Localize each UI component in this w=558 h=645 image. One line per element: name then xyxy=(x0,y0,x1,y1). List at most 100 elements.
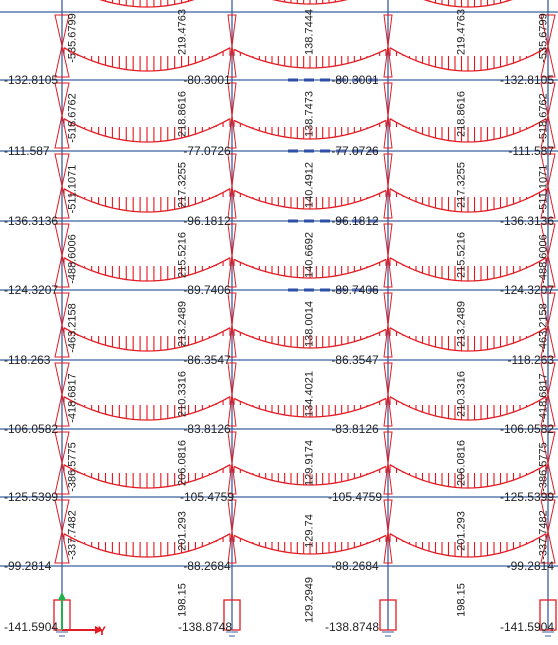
span-diagram-center xyxy=(233,119,387,140)
edge-moment-label-right: -118.263 xyxy=(507,353,554,367)
column-moment-shape xyxy=(540,431,556,495)
base-support xyxy=(379,599,397,631)
edge-moment-label-left: -125.5399 xyxy=(4,490,59,504)
column-moment-shape xyxy=(227,362,237,427)
column-moment-shape xyxy=(227,14,237,78)
column-moment-shape xyxy=(383,431,393,495)
span-moment-label-center: 129.9174 xyxy=(303,440,316,486)
edge-moment-label-left: -124.3207 xyxy=(4,283,59,297)
support-moment-label-left: -77.0726 xyxy=(183,144,231,158)
column-moment-shape xyxy=(227,223,237,288)
column-moment-shape xyxy=(383,153,393,219)
edge-moment-label-left: -99.2814 xyxy=(4,559,52,573)
column-moment-label-left: -337.7482 xyxy=(66,510,79,560)
column-moment-label-right: -337.7482 xyxy=(537,510,550,560)
top-span-label-left: 219.4763 xyxy=(176,9,189,55)
span-moment-label-left: 198.15 xyxy=(176,583,189,617)
support-moment-label-left: -96.1812 xyxy=(183,214,231,228)
edge-moment-label-right: -124.3207 xyxy=(499,283,554,297)
column-moment-shape xyxy=(54,292,70,358)
span-diagram-center xyxy=(233,258,387,279)
span-diagram-right xyxy=(389,327,547,352)
span-diagram-left xyxy=(63,396,231,421)
column-moment-label-left: -511.1071 xyxy=(66,164,79,214)
support-moment-label-right: -86.3547 xyxy=(331,353,379,367)
column-moment-shape xyxy=(383,362,393,427)
support-moment-label-right: -80.3001 xyxy=(331,73,379,87)
span-moment-label-center: 138.7473 xyxy=(303,91,316,137)
span-moment-label-right: 206.0816 xyxy=(455,440,468,486)
edge-moment-label-left: -132.8105 xyxy=(4,73,59,87)
span-diagram-center xyxy=(233,189,387,210)
axis-y-label: Y xyxy=(98,624,107,638)
column-moment-shape xyxy=(540,292,556,358)
column-moment-shape xyxy=(540,82,556,149)
span-moment-label-right: 201.293 xyxy=(455,511,468,551)
top-span-label-right: 219.4763 xyxy=(455,9,468,55)
span-diagram-left xyxy=(63,464,231,489)
column-moment-shape xyxy=(383,499,393,564)
column-moment-shape xyxy=(54,153,70,219)
axis-z-arrow xyxy=(58,592,66,600)
edge-moment-label-right: -125.5399 xyxy=(499,490,554,504)
column-moment-label-left: -418.6817 xyxy=(66,373,79,423)
span-moment-label-left: 213.2489 xyxy=(176,301,189,347)
span-moment-label-right: 218.8616 xyxy=(455,91,468,137)
column-moment-shape xyxy=(54,431,70,495)
column-moment-shape xyxy=(227,153,237,219)
span-diagram-right xyxy=(389,257,547,282)
base-label-mid-right: -138.8748 xyxy=(324,620,380,634)
span-moment-label-right: 213.2489 xyxy=(455,301,468,347)
column-moment-label-right: -518.6762 xyxy=(537,93,550,143)
span-diagram-left xyxy=(63,327,231,352)
span-moment-label-right: 217.3255 xyxy=(455,162,468,208)
span-moment-label-center: 129.74 xyxy=(303,514,316,548)
span-moment-label-center: 140.6692 xyxy=(303,232,316,278)
support-moment-label-right: -89.7406 xyxy=(331,283,379,297)
span-moment-label-left: 217.3255 xyxy=(176,162,189,208)
column-moment-shape xyxy=(540,14,556,78)
span-diagram-right xyxy=(389,188,547,213)
support-moment-label-left: -83.8126 xyxy=(183,422,231,436)
top-span-label-center: 138.7444 xyxy=(303,9,316,55)
column-moment-label-left: -488.6006 xyxy=(66,234,79,284)
column-moment-shape xyxy=(540,362,556,427)
support-moment-label-left: -105.4759 xyxy=(179,490,235,504)
column-moment-shape xyxy=(383,292,393,358)
column-moment-label-left: -463.2158 xyxy=(66,303,79,353)
support-moment-label-right: -105.4759 xyxy=(327,490,383,504)
span-diagram-left xyxy=(63,257,231,282)
column-moment-shape xyxy=(227,82,237,149)
column-moment-shape xyxy=(54,82,70,149)
base-label-right: -141.5904 xyxy=(499,620,554,634)
column-moment-shape xyxy=(227,292,237,358)
column-moment-shape xyxy=(540,153,556,219)
base-label-left: -141.5904 xyxy=(4,620,59,634)
span-diagram-left xyxy=(63,533,231,558)
column-moment-shape xyxy=(54,223,70,288)
span-diagram-left xyxy=(63,47,231,72)
edge-moment-label-left: -106.0582 xyxy=(4,422,59,436)
edge-moment-label-right: -99.2814 xyxy=(506,559,554,573)
column-moment-shape xyxy=(383,82,393,149)
column-moment-label-right: -488.6006 xyxy=(537,234,550,284)
span-diagram-right xyxy=(389,47,547,72)
edge-moment-label-left: -111.587 xyxy=(4,144,50,158)
column-moment-shape xyxy=(383,14,393,78)
span-moment-label-right: 215.5216 xyxy=(455,232,468,278)
column-moment-shape xyxy=(540,223,556,288)
span-diagram-center xyxy=(233,534,387,555)
span-moment-label-left: 218.8616 xyxy=(176,91,189,137)
column-moment-label-right: -463.2158 xyxy=(537,303,550,353)
span-diagram-top-left xyxy=(99,0,195,8)
span-moment-label-left: 201.293 xyxy=(176,511,189,551)
support-moment-label-left: -80.3001 xyxy=(183,73,231,87)
span-diagram-left xyxy=(63,118,231,143)
base-support xyxy=(539,599,557,631)
support-moment-label-left: -89.7406 xyxy=(183,283,231,297)
axis-y-arrow xyxy=(95,626,103,634)
base-support xyxy=(223,599,241,631)
span-diagram-right xyxy=(389,533,547,558)
